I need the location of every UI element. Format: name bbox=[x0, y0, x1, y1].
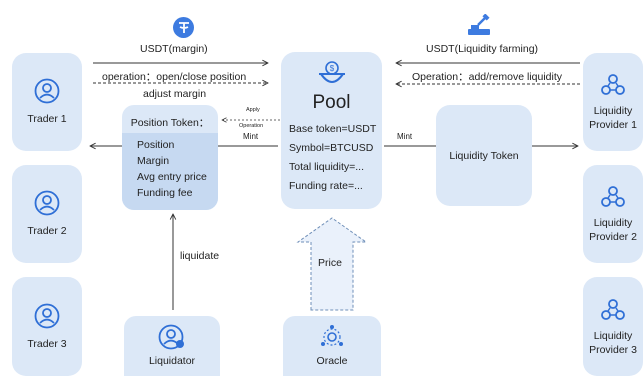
operation-left-label: operation：open/close position bbox=[102, 71, 247, 83]
user-icon bbox=[34, 190, 60, 216]
provider-label-line1: Liquidity bbox=[593, 217, 633, 229]
user-icon bbox=[34, 78, 60, 104]
pool-dollar-icon: $ bbox=[319, 61, 345, 83]
oracle-icon bbox=[321, 325, 343, 346]
pool-total-liquidity: Total liquidity=... bbox=[289, 161, 364, 173]
position-token-item: Avg entry price bbox=[137, 171, 207, 183]
trader-card-1[interactable]: Trader 1 bbox=[12, 53, 82, 151]
provider-label-line1: Liquidity bbox=[593, 105, 633, 117]
price-arrow bbox=[296, 217, 368, 311]
adjust-margin-label: adjust margin bbox=[143, 88, 207, 100]
provider-card-1[interactable]: Liquidity Provider 1 bbox=[583, 53, 643, 151]
oracle-card[interactable]: Oracle bbox=[283, 316, 381, 376]
provider-group-icon bbox=[601, 298, 625, 320]
provider-card-3[interactable]: Liquidity Provider 3 bbox=[583, 277, 643, 376]
operation-right-label: Operation：add/remove liquidity bbox=[412, 71, 562, 83]
usdt-tether-icon bbox=[173, 17, 194, 38]
trader-card-3[interactable]: Trader 3 bbox=[12, 277, 82, 376]
user-icon bbox=[34, 303, 60, 328]
provider-label-line2: Provider 1 bbox=[589, 119, 637, 131]
pool-title: Pool bbox=[312, 92, 351, 113]
liquidator-user-icon bbox=[158, 324, 184, 350]
svg-text:$: $ bbox=[330, 64, 335, 73]
position-token-item: Funding fee bbox=[137, 187, 193, 199]
usdt-liquidity-label: USDT(Liquidity farming) bbox=[426, 43, 539, 55]
provider-card-2[interactable]: Liquidity Provider 2 bbox=[583, 165, 643, 263]
liquidity-token-label: Liquidity Token bbox=[449, 149, 519, 162]
usdt-margin-label: USDT(margin) bbox=[140, 43, 208, 55]
trader-label: Trader 1 bbox=[27, 113, 67, 125]
trader-card-2[interactable]: Trader 2 bbox=[12, 165, 82, 263]
pool-base-token: Base token=USDT bbox=[289, 123, 377, 135]
mint-left-label: Mint bbox=[243, 132, 259, 141]
provider-label-line2: Provider 2 bbox=[589, 231, 637, 243]
apply-label: Apply bbox=[246, 107, 260, 113]
pool-symbol: Symbol=BTCUSD bbox=[289, 142, 374, 154]
pool-funding-rate: Funding rate=... bbox=[289, 180, 363, 192]
trader-label: Trader 2 bbox=[27, 225, 67, 237]
position-token-item: Position bbox=[137, 139, 175, 151]
position-token-card[interactable]: Position Token： Position Margin Avg entr… bbox=[122, 105, 218, 210]
mint-right-label: Mint bbox=[397, 132, 413, 141]
liquidity-token-card[interactable]: Liquidity Token bbox=[436, 105, 532, 206]
trader-label: Trader 3 bbox=[27, 337, 67, 350]
liquidator-label: Liquidator bbox=[148, 355, 196, 367]
position-token-title: Position Token： bbox=[130, 117, 210, 129]
position-token-item: Margin bbox=[137, 155, 170, 167]
farming-icon bbox=[466, 13, 492, 38]
provider-label-line1: Liquidity bbox=[593, 329, 633, 342]
oracle-label: Oracle bbox=[316, 355, 348, 367]
provider-group-icon bbox=[601, 186, 625, 207]
price-label: Price bbox=[318, 257, 342, 269]
liquidate-label: liquidate bbox=[180, 250, 220, 262]
pool-card[interactable]: $ Pool Base token=USDT Symbol=BTCUSD Tot… bbox=[281, 52, 382, 209]
provider-group-icon bbox=[601, 74, 625, 95]
liquidator-card[interactable]: Liquidator bbox=[124, 316, 220, 376]
operation-small-label: Operation bbox=[239, 123, 264, 129]
provider-label-line2: Provider 3 bbox=[589, 343, 637, 356]
